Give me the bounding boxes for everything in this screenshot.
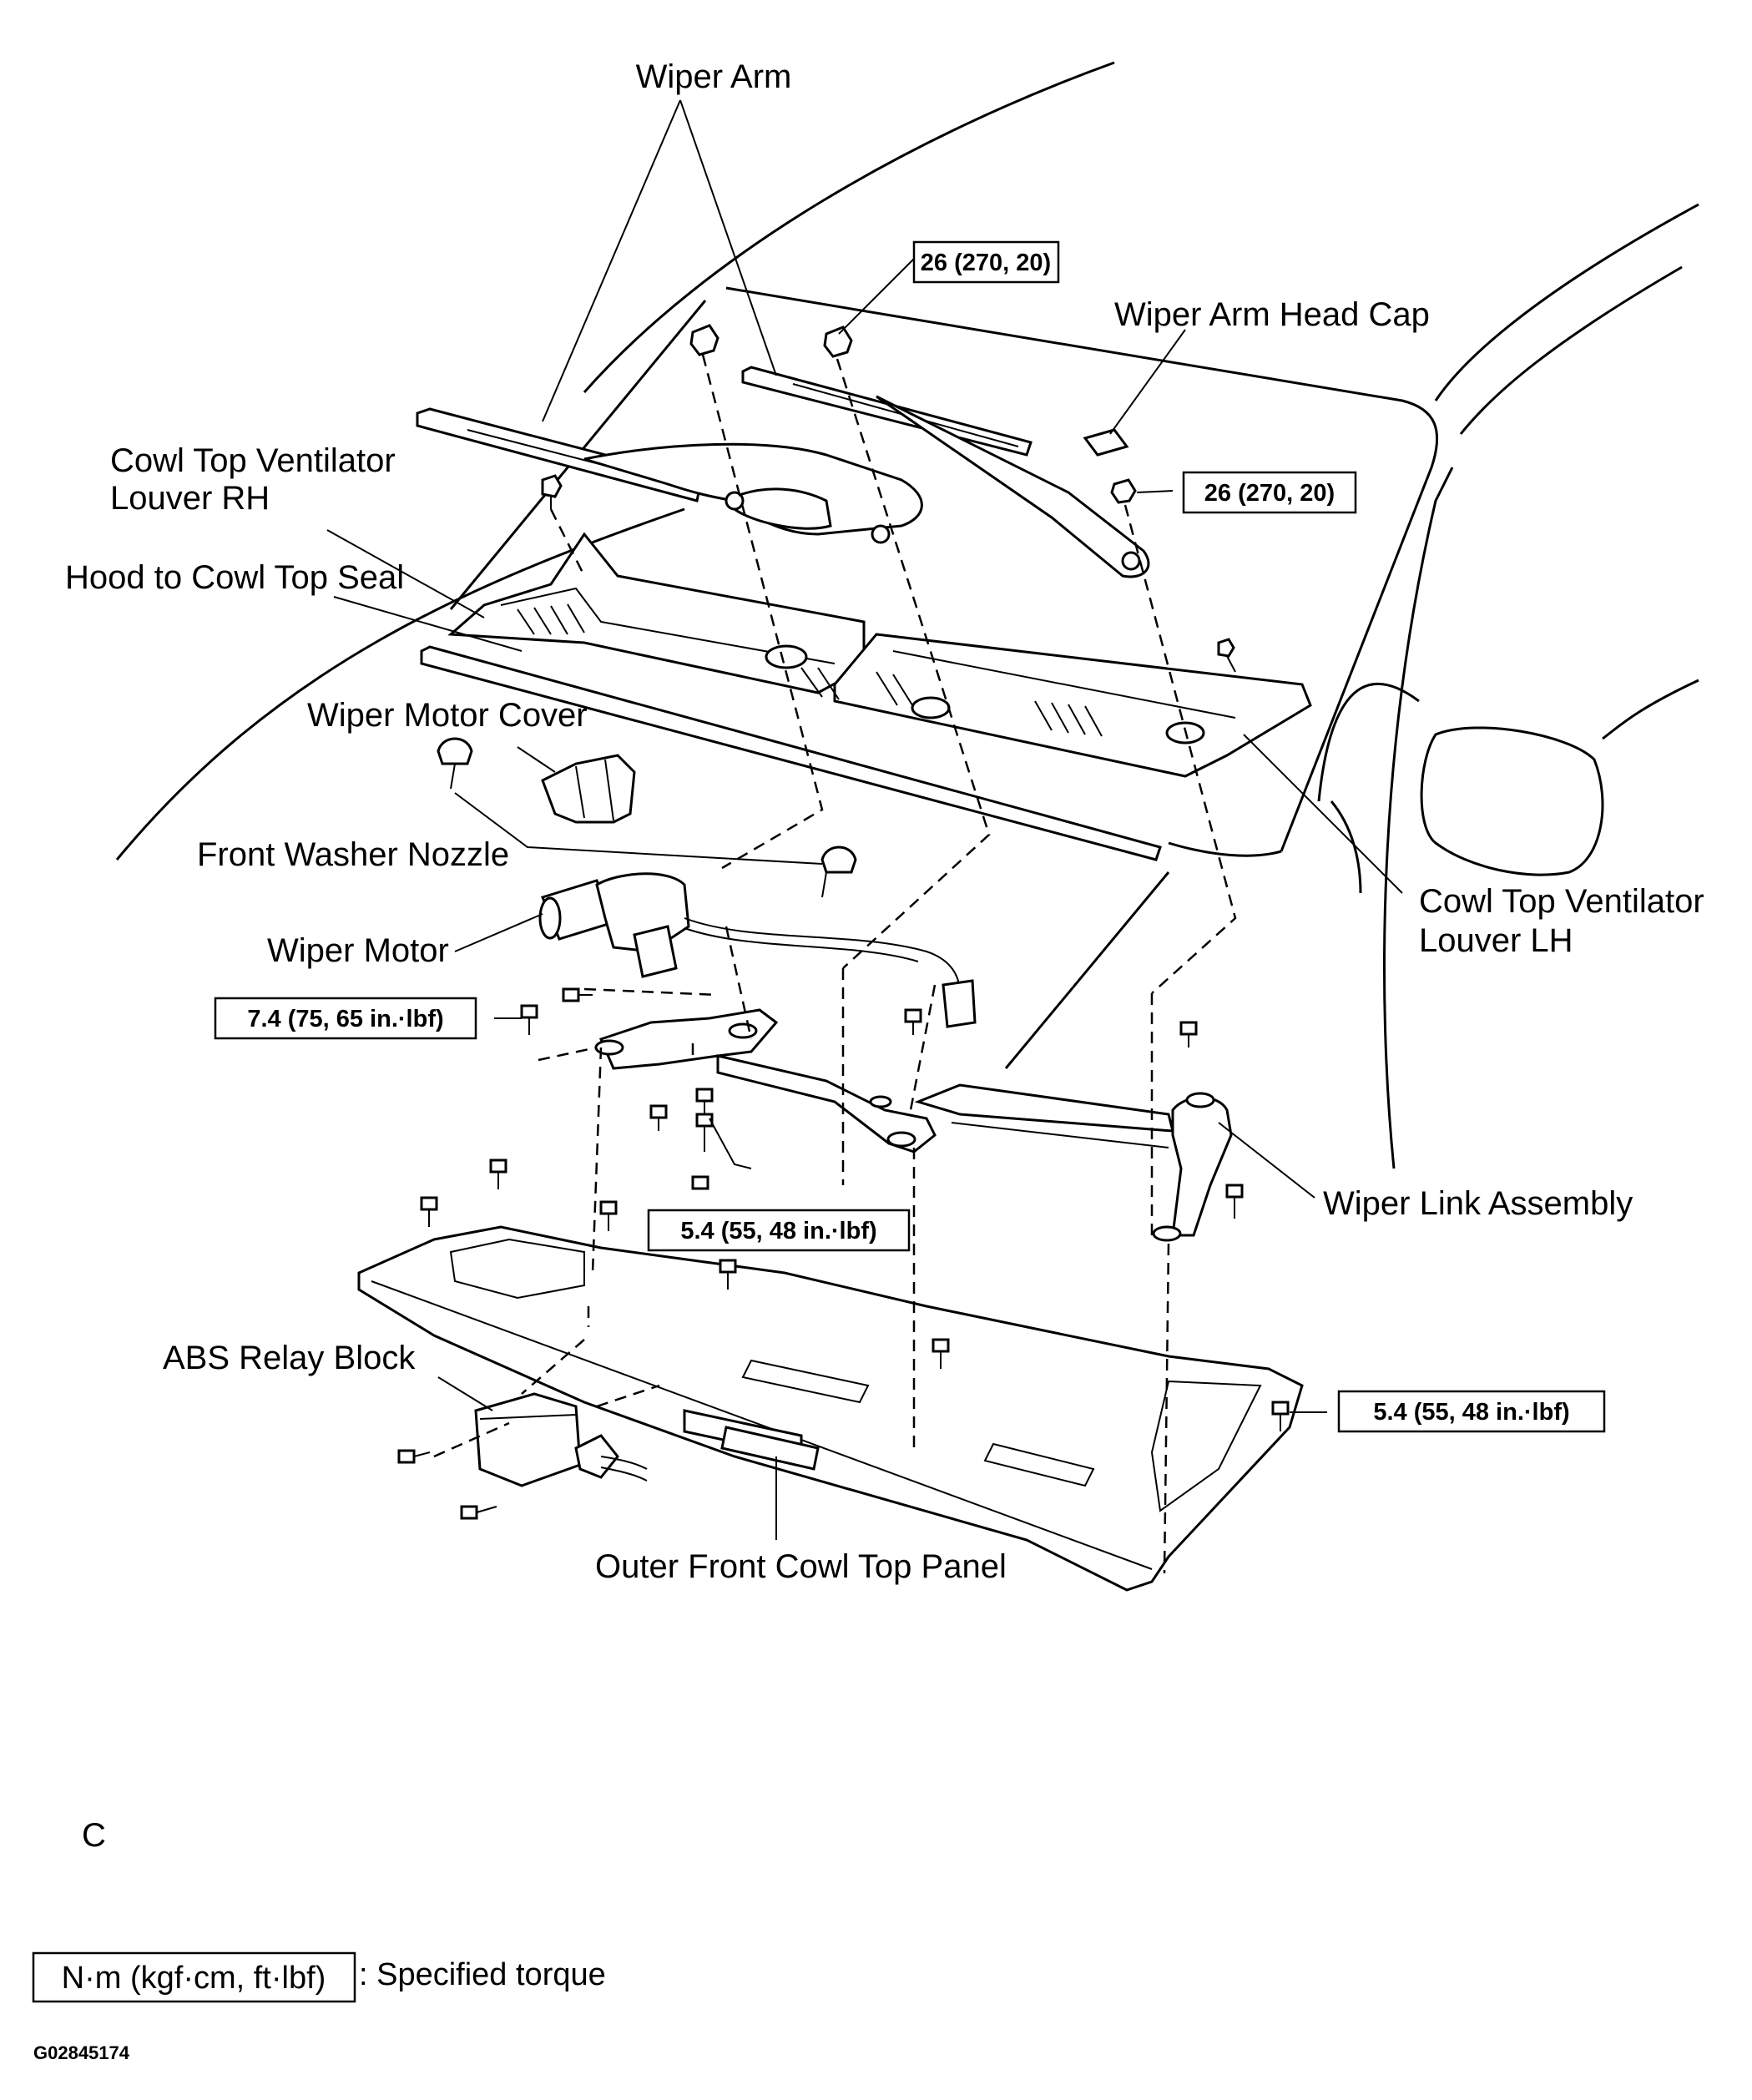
outer-front-cowl-top-panel [357, 1225, 1304, 1592]
label-front-washer-nozzle: Front Washer Nozzle [197, 836, 509, 873]
svg-text:5.4 (55, 48 in.·lbf): 5.4 (55, 48 in.·lbf) [680, 1218, 876, 1244]
label-wiper-arm-head-cap: Wiper Arm Head Cap [1114, 296, 1430, 333]
cowl-top-ventilator-louver [447, 532, 1312, 778]
svg-text:7.4 (75, 65 in.·lbf): 7.4 (75, 65 in.·lbf) [247, 1006, 443, 1032]
wiper-motor [538, 872, 977, 1028]
label-outer-front-cowl: Outer Front Cowl Top Panel [595, 1548, 1007, 1585]
label-cowl-rh-line1: Cowl Top Ventilator [110, 442, 396, 479]
louver-screw [541, 474, 1236, 673]
wiper-link-assembly [594, 1008, 1233, 1242]
label-cowl-lh-line1: Cowl Top Ventilator [1419, 883, 1704, 920]
bolt [397, 987, 1290, 1520]
label-cowl-rh-line2: Louver RH [110, 480, 270, 517]
vehicle-body-outline [115, 61, 1699, 1169]
torque-spec-motor-bolt: 7.4 (75, 65 in.·lbf) [214, 997, 477, 1040]
wiper-arm-head-cap [1083, 428, 1129, 457]
abs-relay-block [474, 1392, 648, 1487]
alignment-dashes [433, 354, 1237, 1574]
legend: N·m (kgf·cm, ft·lbf) : Specified torque [32, 1951, 606, 2003]
legend-unit-box [32, 1951, 356, 2003]
torque-spec-arm-nut-upper: 26 (270, 20) [912, 240, 1060, 284]
label-wiper-arm: Wiper Arm [636, 58, 792, 95]
view-letter: C [82, 1817, 106, 1854]
wiper-arm-lh [741, 366, 1150, 578]
torque-spec-panel-bolt: 5.4 (55, 48 in.·lbf) [1337, 1390, 1606, 1433]
label-wiper-motor-cover: Wiper Motor Cover [307, 697, 588, 734]
label-hood-seal: Hood to Cowl Top Seal [65, 559, 404, 596]
legend-unit-text: N·m (kgf·cm, ft·lbf) [62, 1961, 326, 1996]
torque-spec-link-bolt: 5.4 (55, 48 in.·lbf) [647, 1209, 911, 1252]
svg-text:26 (270, 20): 26 (270, 20) [1204, 480, 1335, 507]
arm-nut [689, 324, 1137, 504]
part-labels: Wiper Arm Wiper Arm Head Cap Cowl Top Ve… [65, 58, 1704, 1585]
wiper-motor-cover [541, 754, 636, 824]
svg-text:26 (270, 20): 26 (270, 20) [921, 250, 1051, 276]
leader-lines [326, 99, 1403, 1540]
hood-to-cowl-top-seal [420, 645, 1162, 861]
wiper-arm-rh [416, 407, 923, 544]
figure-code: G02845174 [33, 2042, 130, 2063]
label-wiper-motor: Wiper Motor [267, 932, 449, 969]
label-abs-relay-block: ABS Relay Block [163, 1340, 416, 1376]
torque-spec-arm-nut-right: 26 (270, 20) [1182, 471, 1357, 514]
label-cowl-lh-line2: Louver LH [1419, 922, 1573, 959]
legend-description: : Specified torque [359, 1957, 606, 1992]
svg-text:5.4 (55, 48 in.·lbf): 5.4 (55, 48 in.·lbf) [1373, 1399, 1569, 1426]
label-wiper-link-assembly: Wiper Link Assembly [1323, 1185, 1633, 1222]
front-washer-nozzle [437, 737, 857, 898]
